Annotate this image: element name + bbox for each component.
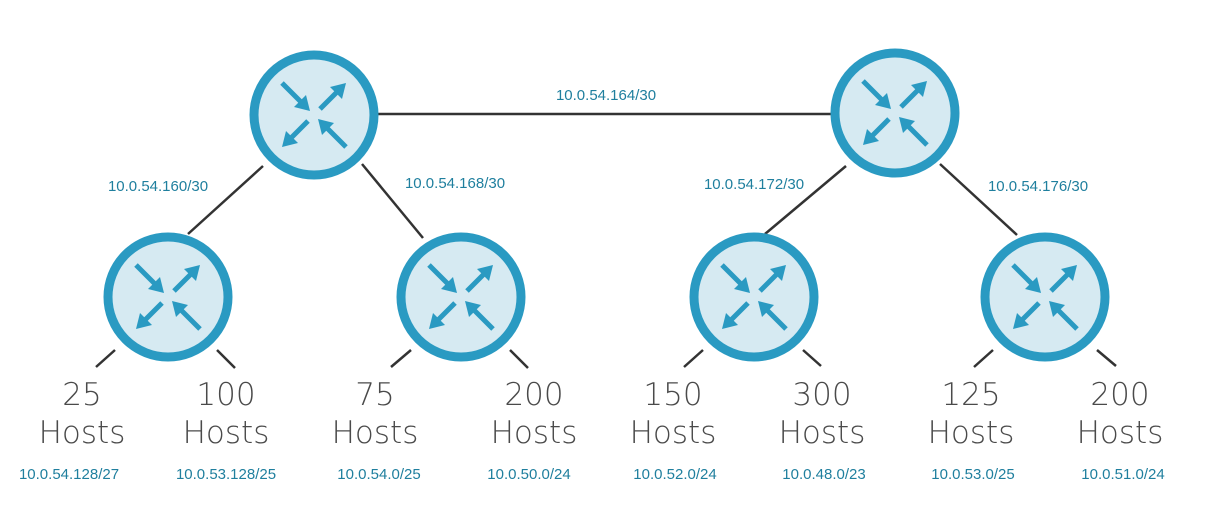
lan-5: 150 Hosts 10.0.52.0/24 [630, 377, 717, 483]
core-left-to-edge1-wire [187, 165, 264, 235]
lan-stub-2 [216, 349, 236, 369]
core-right-to-edge3-wire [764, 165, 847, 235]
core-left-to-edge2-wire [361, 163, 424, 239]
lan-host-count: 125 [941, 377, 1000, 413]
lan-6: 300 Hosts 10.0.48.0/23 [779, 377, 866, 483]
lan-host-unit: Hosts [928, 415, 1015, 451]
lan-subnet-label: 10.0.53.0/25 [931, 466, 1014, 483]
lan-subnet-label: 10.0.50.0/24 [487, 466, 570, 483]
lan-host-count: 100 [196, 377, 255, 413]
lan-host-unit: Hosts [630, 415, 717, 451]
router-edge-1 [103, 232, 233, 362]
core-right-to-edge4-wire [939, 163, 1018, 236]
lan-host-unit: Hosts [1077, 415, 1164, 451]
core-left-edge1-label: 10.0.54.160/30 [108, 178, 208, 195]
lan-4: 200 Hosts 10.0.50.0/24 [487, 377, 577, 483]
lan-host-unit: Hosts [332, 415, 419, 451]
core-left-edge2-label: 10.0.54.168/30 [405, 175, 505, 192]
lan-host-count: 150 [643, 377, 702, 413]
lan-stub-8 [1096, 349, 1117, 367]
lan-host-unit: Hosts [183, 415, 270, 451]
lan-subnet-label: 10.0.48.0/23 [782, 466, 865, 483]
lan-stub-6 [802, 349, 822, 367]
lan-3: 75 Hosts 10.0.54.0/25 [332, 377, 421, 483]
wires [95, 112, 1117, 369]
router-edge-4 [980, 232, 1110, 362]
lan-host-count: 200 [1090, 377, 1149, 413]
core-link-label: 10.0.54.164/30 [556, 87, 656, 104]
lan-host-unit: Hosts [779, 415, 866, 451]
lan-host-unit: Hosts [491, 415, 578, 451]
lan-stub-7 [973, 349, 994, 368]
lan-host-count: 75 [355, 377, 394, 413]
router-core-right [830, 48, 960, 178]
lan-subnet-label: 10.0.54.128/27 [19, 466, 119, 483]
lan-stub-1 [95, 349, 116, 368]
router-edge-3 [689, 232, 819, 362]
core-right-edge4-label: 10.0.54.176/30 [988, 178, 1088, 195]
router-core-left [249, 50, 379, 180]
lan-host-count: 200 [504, 377, 563, 413]
lan-host-count: 25 [62, 377, 101, 413]
lan-host-unit: Hosts [39, 415, 126, 451]
lan-stub-5 [683, 349, 704, 368]
lan-subnet-label: 10.0.52.0/24 [633, 466, 716, 483]
lan-subnet-label: 10.0.53.128/25 [176, 466, 276, 483]
lan-7: 125 Hosts 10.0.53.0/25 [928, 377, 1015, 483]
lan-1: 25 Hosts 10.0.54.128/27 [19, 377, 125, 483]
lan-8: 200 Hosts 10.0.51.0/24 [1077, 377, 1165, 483]
lan-host-count: 300 [792, 377, 851, 413]
router-edge-2 [396, 232, 526, 362]
lan-subnet-label: 10.0.54.0/25 [337, 466, 420, 483]
lan-subnet-label: 10.0.51.0/24 [1081, 466, 1164, 483]
lan-stub-4 [509, 349, 529, 369]
lan-stub-3 [390, 349, 412, 368]
core-right-edge3-label: 10.0.54.172/30 [704, 176, 804, 193]
lan-2: 100 Hosts 10.0.53.128/25 [176, 377, 276, 483]
